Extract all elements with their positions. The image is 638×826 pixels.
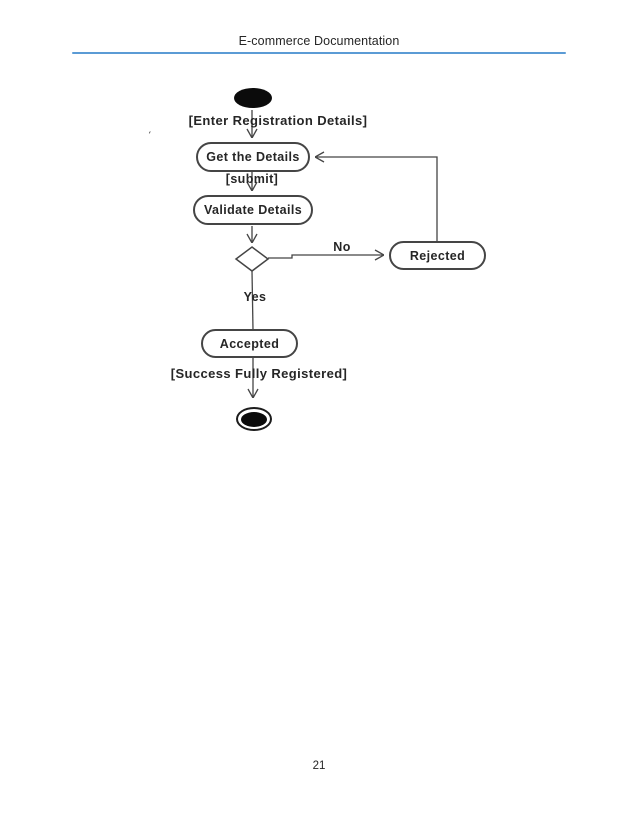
- guard-enter-registration-details: [Enter Registration Details]: [188, 113, 368, 128]
- decision-diamond: [234, 246, 270, 272]
- activity-label: Validate Details: [203, 203, 303, 217]
- activity-label: Get the Details: [206, 150, 300, 164]
- header-title: E-commerce Documentation: [238, 34, 400, 48]
- guard-submit: [submit]: [225, 172, 279, 186]
- edge-rejected-to-get-details: [315, 157, 438, 241]
- end-node-core: [241, 411, 267, 427]
- activity-validate-details: Validate Details: [193, 195, 313, 225]
- connector-layer: [234, 110, 438, 398]
- activity-rejected: Rejected: [389, 241, 486, 270]
- activity-diagram: Get the Details Validate Details Rejecte…: [144, 88, 486, 431]
- activity-get-the-details: Get the Details: [196, 142, 310, 172]
- start-node: [234, 88, 272, 108]
- branch-label-no: No: [333, 240, 351, 254]
- activity-accepted: Accepted: [201, 329, 298, 358]
- header-rule-line: [72, 52, 566, 54]
- branch-label-yes: Yes: [243, 290, 267, 304]
- page-number: 21: [312, 760, 326, 772]
- end-node: [236, 407, 272, 431]
- activity-label: Rejected: [409, 248, 466, 263]
- activity-label: Accepted: [219, 336, 280, 351]
- guard-success-fully-registered: [Success Fully Registered]: [170, 366, 348, 381]
- edge-decision-to-rejected: [268, 255, 384, 258]
- edge-decision-to-accepted: [251, 270, 254, 331]
